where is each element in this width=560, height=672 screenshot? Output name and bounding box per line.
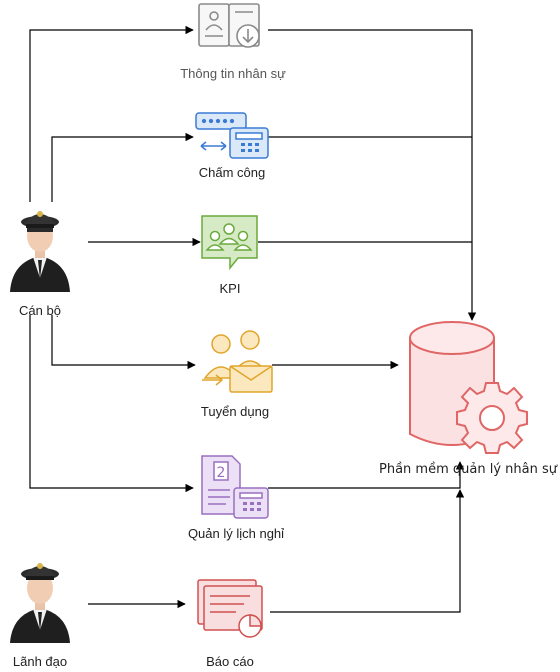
edges (29, 25, 477, 613)
module-attendance[interactable]: Chấm công (195, 112, 269, 180)
actor-leader-label: Lãnh đạo (13, 654, 67, 669)
actor-staff[interactable]: Cán bộ (10, 211, 70, 318)
edge-staff-attendance (51, 132, 194, 202)
module-hr-info[interactable]: Thông tin nhân sự (180, 3, 286, 81)
module-kpi-label: KPI (220, 281, 241, 296)
users-envelope-icon (202, 330, 273, 393)
actor-leader[interactable]: Lãnh đạo (10, 563, 70, 669)
form-phone-icon: 2 (201, 455, 269, 519)
edge-staff-recruitment (51, 315, 196, 370)
fax-machine-icon (195, 112, 269, 159)
edge-leave-system (268, 461, 465, 489)
module-attendance-label: Chấm công (199, 165, 265, 180)
module-kpi[interactable]: KPI (201, 215, 258, 296)
module-hr-info-label: Thông tin nhân sự (180, 66, 286, 81)
module-recruitment-label: Tuyển dụng (201, 404, 269, 419)
system-hr-software[interactable]: Phần mềm quản lý nhân sự (379, 321, 558, 477)
module-recruitment[interactable]: Tuyển dụng (201, 330, 273, 419)
database-gear-icon (409, 321, 528, 454)
edge-reports-system (270, 489, 465, 613)
svg-text:2: 2 (217, 465, 226, 481)
module-reports[interactable]: Báo cáo (197, 579, 263, 669)
officer-avatar-icon (10, 563, 70, 643)
edge-hr-info-system (268, 29, 477, 321)
system-hr-software-label: Phần mềm quản lý nhân sự (379, 462, 558, 477)
officer-avatar-icon (10, 211, 70, 292)
edge-staff-hr-info (29, 25, 194, 202)
group-chat-icon (201, 215, 258, 271)
user-id-cards-icon (198, 3, 260, 48)
module-leave-label: Quản lý lịch nghỉ (188, 526, 284, 541)
module-reports-label: Báo cáo (206, 654, 254, 669)
actor-staff-label: Cán bộ (19, 303, 61, 318)
edge-staff-leave (29, 315, 194, 493)
module-leave[interactable]: 2 Quản lý lịch nghỉ (188, 455, 284, 541)
report-documents-icon (197, 579, 263, 638)
